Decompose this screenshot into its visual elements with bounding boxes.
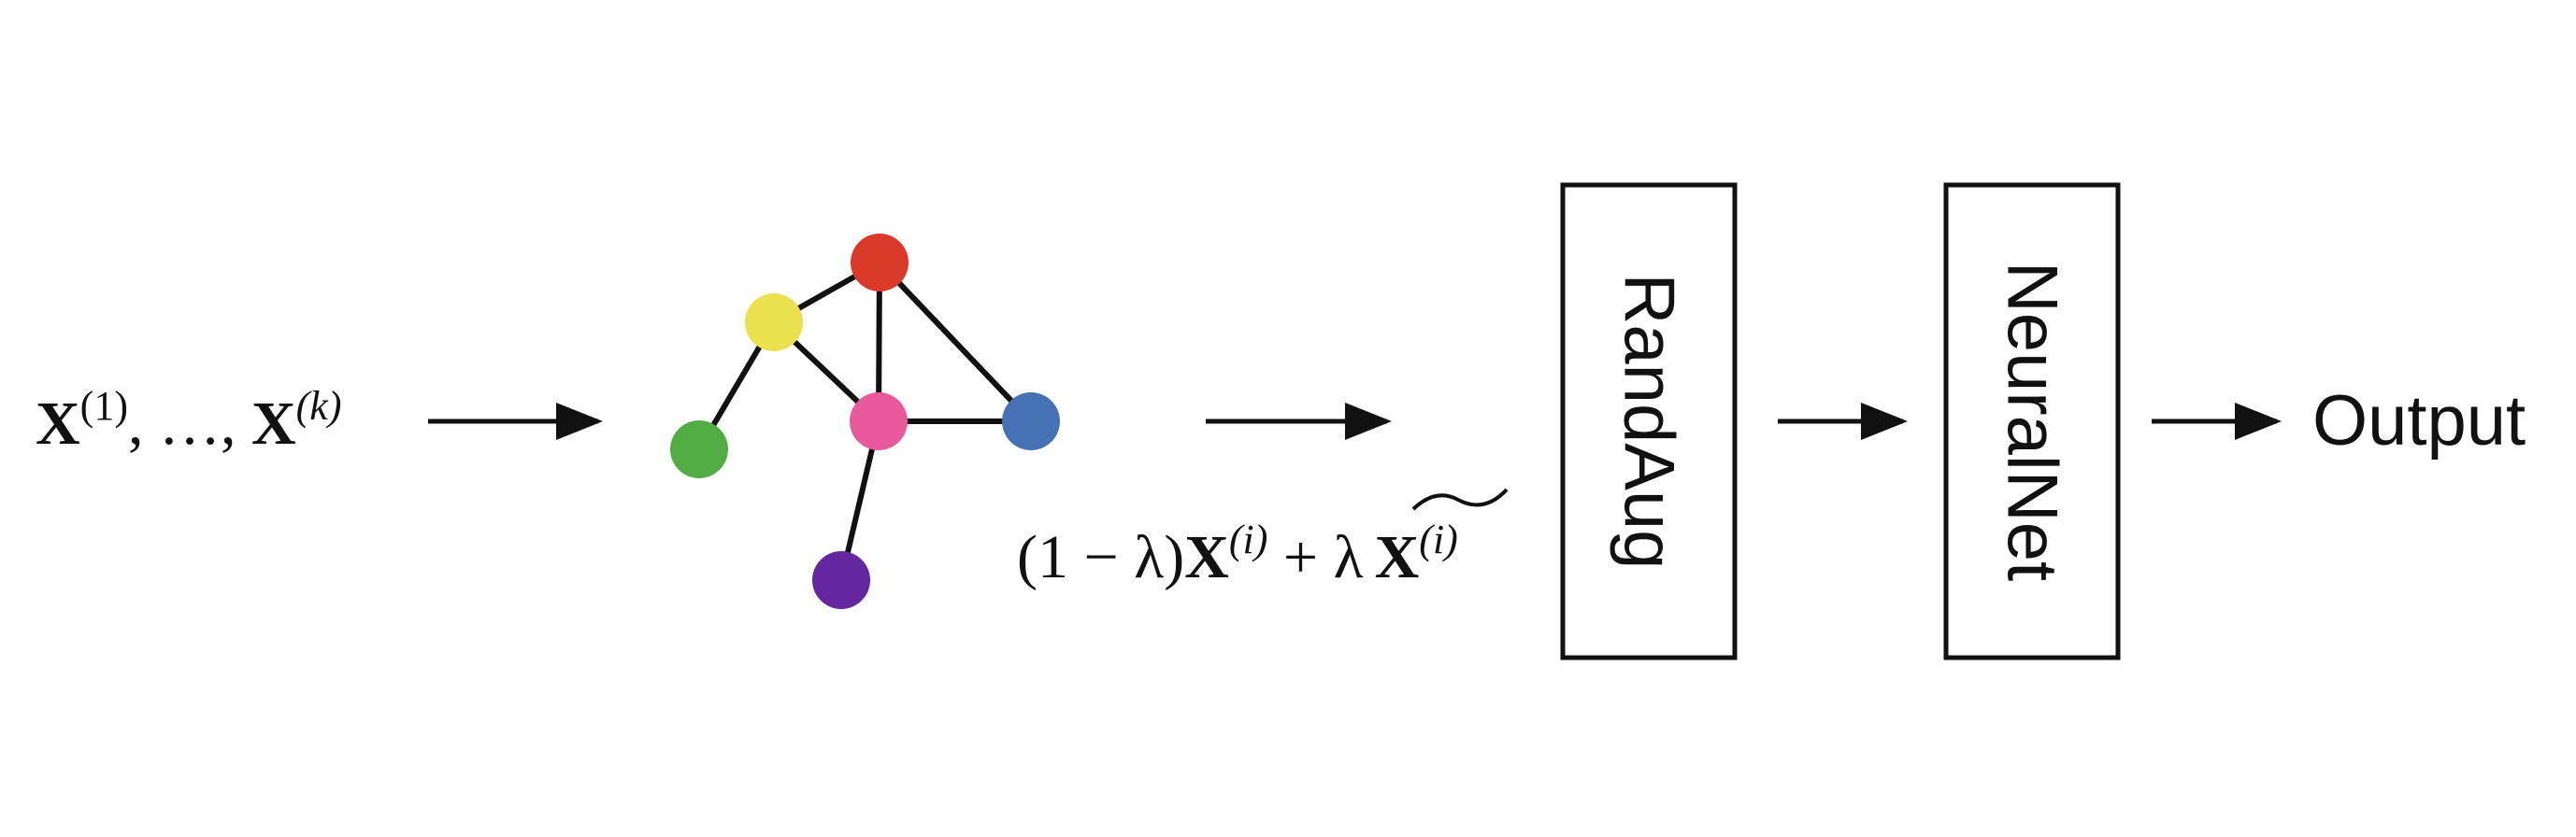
graph-nodes [670,234,1060,609]
mix-index: (i) [1229,517,1268,562]
randaug-box [1560,182,1738,660]
input-separator: , …, [128,390,251,458]
mix-plus-lambda: + λ [1267,523,1363,591]
mix-x: X [1184,523,1229,591]
mix-x-tilde: X [1375,523,1420,591]
input-formula: X(1), …, X(k) [36,383,342,458]
mix-tilde-index: (i) [1419,517,1458,562]
input-x-last: X [251,390,296,458]
input-index-first: (1) [80,383,128,429]
graph-node-purple [812,551,870,609]
input-index-last: (k) [296,383,342,429]
graph-node-pink [850,392,908,450]
graph-node-red [851,234,909,291]
neuralnet-label: NeuralNet [1993,262,2072,581]
graph-node-green [670,420,728,478]
mix-prefix: (1 − λ) [1017,523,1184,591]
randaug-label: RandAug [1610,274,1689,570]
graph-edge-red-blue [877,260,1034,424]
tilde-mark [1411,488,1509,511]
input-x-first: X [36,390,80,458]
graph-node-blue [1002,392,1060,450]
output-label: Output [2312,381,2526,461]
graph [670,234,1060,609]
graph-node-yellow [745,293,803,351]
neuralnet-box [1943,182,2121,660]
